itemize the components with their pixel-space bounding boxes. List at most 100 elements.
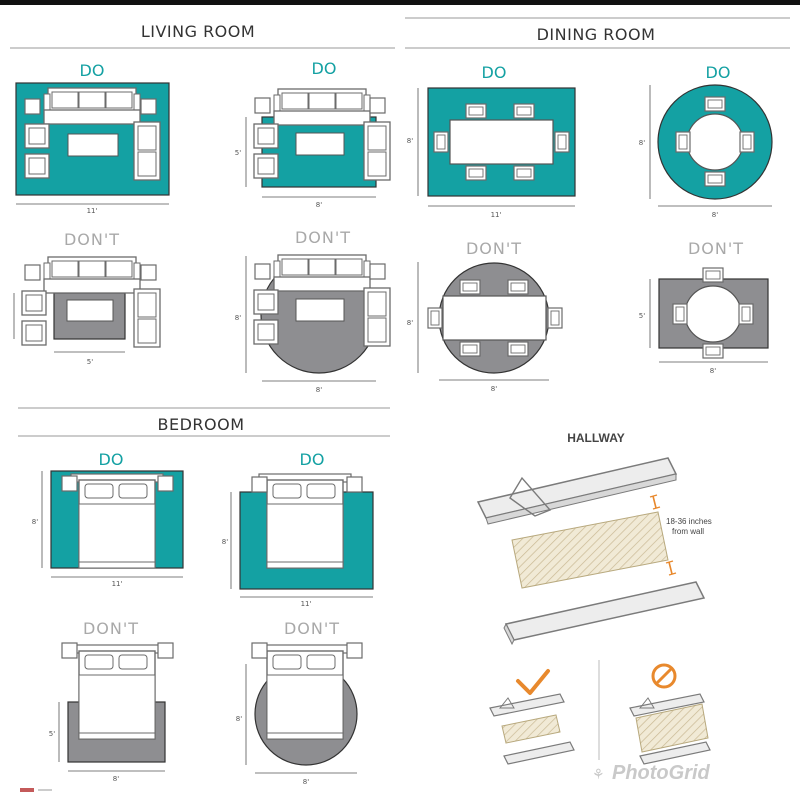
chair [672, 303, 688, 325]
dimension-label: 11' [87, 207, 98, 215]
side-table [254, 263, 271, 280]
do-label: DO [706, 63, 731, 82]
dimension-label: 8' [639, 139, 645, 147]
bedroom-dont-1: DON'T 5' 8' [49, 619, 174, 783]
chair [554, 131, 570, 153]
side-table [24, 98, 41, 115]
chair [433, 131, 449, 153]
living-room-title: LIVING ROOM [141, 22, 255, 41]
nightstand [61, 642, 78, 659]
spacing-note: from wall [672, 527, 704, 536]
living-dont-1: DON'T 5' [13, 230, 161, 366]
chair [675, 131, 691, 153]
dimension-label: 5' [639, 312, 645, 320]
hallway-wall [504, 581, 706, 641]
dimension-label: 8' [407, 137, 413, 145]
chair [459, 279, 481, 295]
armchairs [21, 290, 47, 346]
bed [70, 644, 164, 740]
nightstand [346, 476, 363, 493]
bed [258, 473, 352, 569]
dimension-label: 8' [316, 201, 322, 209]
mini-runner [635, 703, 709, 753]
hallway-runner [511, 511, 669, 589]
hallway-section: HALLWAY 18-36 inches from wall [476, 431, 712, 765]
spacing-marker [652, 495, 657, 509]
corner-mark [20, 788, 34, 792]
dimension-label: 8' [303, 778, 309, 786]
round-table [684, 285, 742, 343]
sofa [43, 256, 141, 294]
hallway-incorrect-example [629, 663, 711, 765]
dining-room-section: DINING ROOM DO 8' 11' DO [405, 17, 790, 393]
dont-label: DON'T [83, 619, 139, 638]
spacing-marker [649, 494, 658, 498]
loveseat [363, 287, 391, 347]
mini-wall [489, 693, 565, 717]
spacing-marker [665, 560, 674, 564]
chair [427, 307, 443, 329]
side-table [369, 263, 386, 280]
spacing-marker [668, 561, 673, 575]
top-border [0, 0, 800, 5]
dining-do-2: DO 8' 8' [639, 63, 773, 219]
side-table [140, 98, 157, 115]
round-table [686, 113, 744, 171]
do-label: DO [99, 450, 124, 469]
dimension-label: 8' [236, 715, 242, 723]
sofa [43, 87, 141, 125]
hallway-wall-edge [503, 622, 515, 646]
dont-label: DON'T [64, 230, 120, 249]
bedroom-dont-2: DON'T 8' 8' [236, 619, 363, 786]
coffee-table [66, 299, 114, 322]
dont-label: DON'T [295, 228, 351, 247]
living-room-section: LIVING ROOM DO 11' DO 5' [10, 22, 395, 394]
mini-door [638, 697, 655, 709]
loveseat [363, 121, 391, 181]
coffee-table [67, 133, 119, 157]
chair [465, 103, 487, 119]
dont-label: DON'T [466, 239, 522, 258]
do-label: DO [80, 61, 105, 80]
side-table [140, 264, 157, 281]
chair [513, 103, 535, 119]
side-table [254, 97, 271, 114]
watermark-text: PhotoGrid [612, 762, 711, 784]
dimension-label: 11' [301, 600, 312, 608]
corner-mark [38, 789, 52, 791]
nightstand [157, 475, 174, 492]
loveseat [133, 121, 161, 181]
mini-wall [639, 741, 711, 765]
dining-dont-2: DON'T 5' 8' [639, 239, 769, 375]
dimension-label: 8' [712, 211, 718, 219]
dimension-label: 8' [113, 775, 119, 783]
dimension-label: 8' [235, 314, 241, 322]
living-do-1: DO 11' [15, 61, 170, 215]
mini-wall [629, 693, 705, 717]
no-sign-icon [651, 663, 677, 689]
photogrid-logo-icon: ⚘ [592, 767, 605, 783]
chair [738, 303, 754, 325]
side-table [24, 264, 41, 281]
living-dont-2: DON'T 8' 8' [235, 228, 391, 394]
chair [547, 307, 563, 329]
dimension-label: 8' [407, 319, 413, 327]
spacing-note: 18-36 inches [666, 517, 712, 526]
chair [507, 279, 529, 295]
bedroom-do-2: DO 8' 11' [222, 450, 374, 608]
dimension-label: 8' [491, 385, 497, 393]
bed [70, 473, 164, 569]
sofa [273, 88, 371, 126]
dont-label: DON'T [688, 239, 744, 258]
bedroom-section: BEDROOM DO 8' 11' DO 8' 11' DON [18, 407, 390, 786]
chair [702, 267, 724, 283]
dining-table [442, 295, 547, 341]
spacing-marker [652, 506, 661, 510]
nightstand [346, 642, 363, 659]
dimension-label: 11' [491, 211, 502, 219]
dimension-label: 5' [49, 730, 55, 738]
hallway-correct-example [489, 669, 575, 765]
do-label: DO [300, 450, 325, 469]
nightstand [251, 642, 268, 659]
dining-dont-1: DON'T 8' 8' [407, 239, 563, 393]
